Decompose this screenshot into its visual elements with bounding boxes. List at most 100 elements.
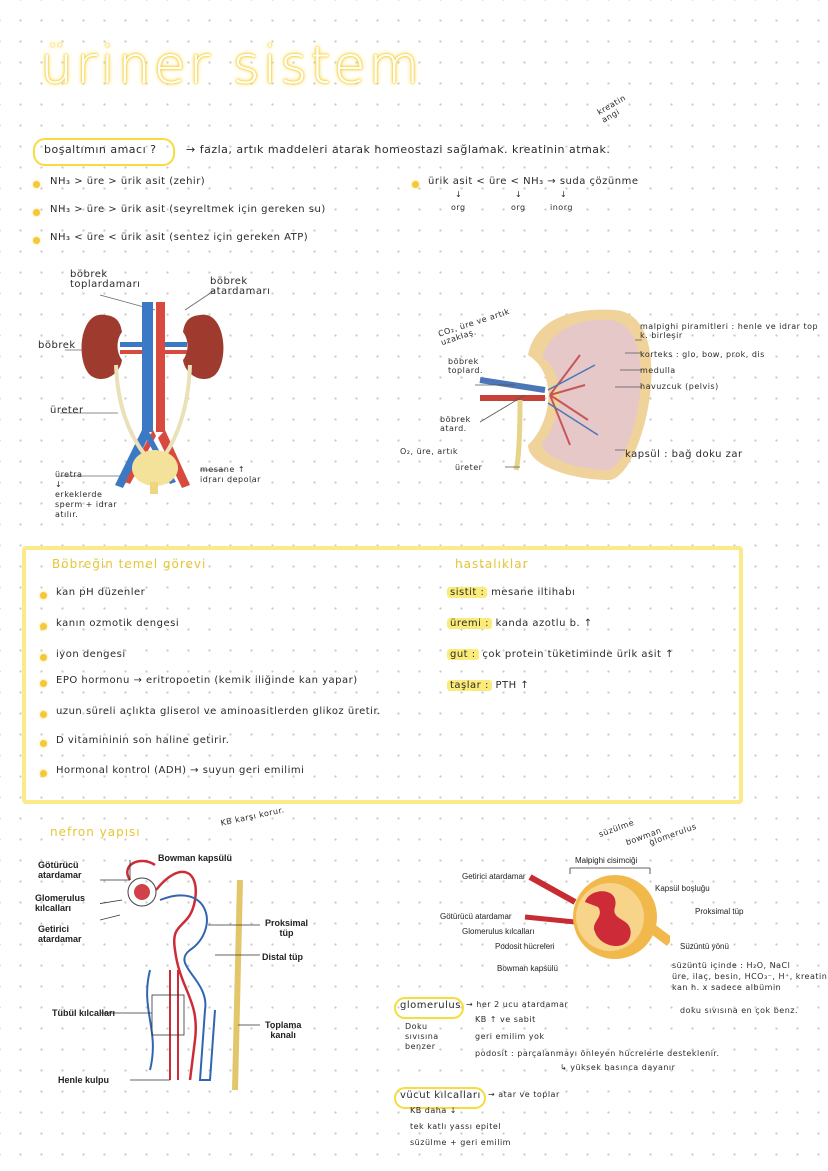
vucut-line-1: → atar ve toplar (488, 1090, 560, 1099)
arrow-down: ↓ (455, 190, 463, 199)
question-highlight (33, 138, 175, 166)
glomerulus-highlight (394, 997, 464, 1019)
nephron-diagram (100, 859, 260, 1091)
bullet (40, 680, 47, 687)
box-item-2: kanın ozmotik dengesi (56, 618, 180, 629)
nephron-bowman: Bowman kapsülü (158, 853, 233, 863)
label-o2: O₂, üre, artık (400, 447, 458, 456)
label-kidney-vein: böbrek toplard. (448, 357, 484, 375)
glom-line-1: → her 2 ucu atardamar (466, 1000, 569, 1009)
label-ureter: üreter (50, 405, 84, 416)
label-korteks: korteks : glo, bow, prok, dis (640, 350, 765, 359)
box-left-title: Böbreğin temel görevi (52, 557, 207, 571)
label-havuzcuk: havuzcuk (pelvis) (640, 382, 719, 391)
label-bladder: mesane ↑ idrarı depolar (200, 465, 261, 484)
glomerulus-title: glomerulus (400, 1000, 461, 1011)
label-urethra: üretra ↓ erkeklerde sperm + idrar atılır… (55, 470, 118, 519)
nephron-tubul: Tübül kılcalları (52, 1008, 116, 1018)
label-medulla: medulla (640, 366, 676, 375)
intro-item-1: NH₃ > üre > ürik asit (zehir) (50, 176, 206, 187)
box-item-3: iyon dengesi (56, 649, 126, 660)
suzuntu-content: süzüntü içinde : H₂O, NaCl üre, ilaç, be… (672, 961, 828, 992)
box-item-1: kan pH düzenler (56, 587, 146, 598)
label-kidney-ureter: üreter (455, 463, 483, 472)
vucut-highlight (394, 1087, 486, 1109)
nephron-toplama: Toplama kanalı (265, 1020, 302, 1040)
box-item-7: Hormonal kontrol (ADH) → suyun geri emil… (56, 765, 305, 776)
bullet (33, 181, 40, 188)
disease-3: gut : çok protein tüketiminde ürik asit … (447, 649, 674, 660)
disease-desc: PTH ↑ (495, 680, 530, 691)
kidney-section-diagram (475, 309, 652, 480)
nephron-goturucu: Götürücü atardamar (38, 860, 82, 880)
arrow-down: ↓ (515, 190, 523, 199)
label-kidney: böbrek (38, 340, 76, 351)
page-title: üriner sistem (40, 36, 423, 96)
disease-desc: kanda azotlu b. ↑ (495, 618, 593, 629)
vucut-line-2: KB daha ↓ (410, 1106, 457, 1115)
solubility-org-2: org (511, 203, 526, 212)
intro-question: boşaltımın amacı ? (44, 143, 157, 156)
malpighi-yon: Süzüntü yönü (680, 942, 729, 951)
vucut-line-3: tek katlı yassı epitel (410, 1122, 501, 1131)
malpighi-bowman: Bowman kapsülü (497, 964, 558, 973)
vucut-line-4: süzülme + geri emilim (410, 1138, 511, 1147)
solubility-org-1: org (451, 203, 466, 212)
bullet (40, 592, 47, 599)
box-right-title: hastalıklar (455, 557, 529, 571)
bullet (40, 623, 47, 630)
malpighi-top: Malpighi cisimciği (575, 856, 638, 865)
malpighi-podosit: Podosit hücreleri (495, 942, 555, 951)
disease-4: taşlar : PTH ↑ (447, 680, 529, 691)
kb-note: KB karşı korur. (219, 805, 286, 828)
malpighi-goturucu: Götürücü atardamar (440, 912, 512, 921)
disease-desc: çok protein tüketiminde ürik asit ↑ (482, 649, 675, 660)
box-item-5: uzun süreli açlıkta gliserol ve aminoasi… (56, 706, 381, 717)
glom-line-2: KB ↑ ve sabit (475, 1015, 536, 1024)
nephron-glomerulus: Glomerulus kılcalları (35, 893, 86, 913)
disease-desc: mesane iltihabı (491, 587, 576, 598)
label-kidney-artery: böbrek atard. (440, 415, 471, 433)
box-item-6: D vitamininin son haline getirir. (56, 735, 230, 746)
glom-side: Doku sıvısına benzer (405, 1022, 439, 1051)
nephron-getirici: Getirici atardamar (38, 924, 82, 944)
bullet (40, 654, 47, 661)
bullet (40, 740, 47, 747)
label-renal-vein: böbrek toplardamarı (70, 269, 141, 290)
nephron-henle: Henle kulpu (58, 1075, 110, 1085)
label-renal-artery: böbrek atardamarı (210, 276, 271, 297)
disease-term: gut : (447, 649, 479, 660)
label-malpighi-pyramids: malpighi piramitleri : henle ve idrar to… (640, 322, 819, 340)
glom-line-4: podosit : parçalanmayı önleyen hücrelerl… (475, 1049, 720, 1058)
malpighi-getirici: Getirici atardamar (462, 872, 526, 881)
malpighi-diagram (524, 867, 670, 959)
doku-note: doku sıvısına en çok benz. (680, 1006, 799, 1015)
intro-item-3: NH₃ < üre < ürik asit (sentez için gerek… (50, 232, 309, 243)
bullet (40, 770, 47, 777)
bullet (412, 181, 419, 188)
intro-answer: → fazla, artık maddeleri atarak homeosta… (186, 143, 611, 156)
urinary-system-diagram (60, 289, 225, 494)
kreatin-note: kreatin angi (595, 93, 628, 125)
malpighi-glom: Glomerulus kılcalları (462, 927, 535, 936)
glom-line-3: geri emilim yok (475, 1032, 545, 1041)
podosit-sub: ↳ yüksek basınca dayanır (560, 1063, 676, 1072)
disease-term: sistit : (447, 587, 488, 598)
box-item-4: EPO hormonu → eritropoetin (kemik iliğin… (56, 675, 358, 686)
vucut-title: vücut kılcalları (400, 1090, 481, 1101)
solubility-line: ürik asit < üre < NH₃ → suda çözünme (428, 176, 639, 187)
solubility-inorg: inorg (550, 203, 573, 212)
summary-box (22, 546, 743, 804)
intro-item-2: NH₃ > üre > ürik asit (seyreltmek için g… (50, 204, 326, 215)
label-kapsul: kapsül : bağ doku zar (625, 449, 743, 460)
bullet (33, 209, 40, 216)
nephron-proksimal: Proksimal tüp (265, 918, 309, 938)
malpighi-kapsul: Kapsül boşluğu (655, 884, 710, 893)
nefron-title: nefron yapısı (50, 825, 141, 839)
disease-2: üremi : kanda azotlu b. ↑ (447, 618, 593, 629)
bullet (33, 237, 40, 244)
disease-1: sistit : mesane iltihabı (447, 587, 575, 598)
nephron-distal: Distal tüp (262, 952, 304, 962)
disease-term: taşlar : (447, 680, 492, 691)
arrow-down: ↓ (560, 190, 568, 199)
